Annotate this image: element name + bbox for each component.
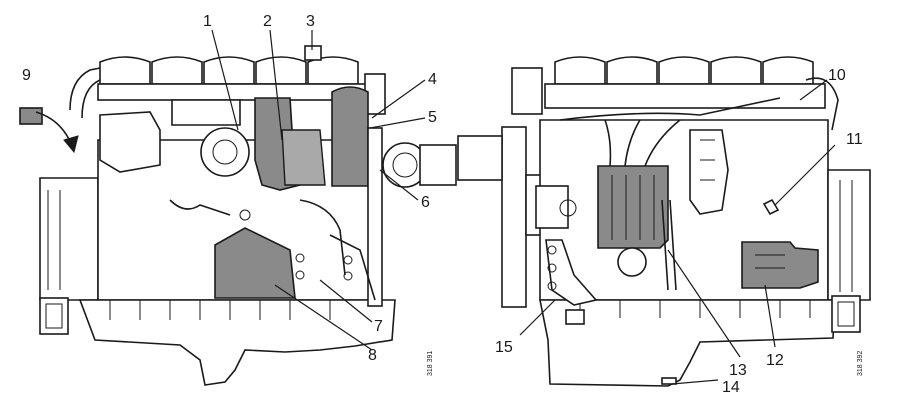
callout-2: 2 xyxy=(263,13,272,30)
part-10-pump xyxy=(689,129,729,215)
callout-15: 15 xyxy=(495,339,513,356)
figure-ref-right: 318 392 xyxy=(857,351,864,376)
callout-labels: 1 2 3 4 5 6 7 8 9 10 11 12 13 14 15 xyxy=(22,13,863,396)
callout-14: 14 xyxy=(722,379,740,396)
part-9-component xyxy=(19,107,43,125)
valve-covers-left xyxy=(97,56,369,101)
callout-10: 10 xyxy=(828,67,846,84)
callout-13: 13 xyxy=(729,362,747,379)
part-11-sensor xyxy=(762,198,780,216)
callout-5: 5 xyxy=(428,109,437,126)
callout-7: 7 xyxy=(374,318,383,335)
leader-lines xyxy=(211,29,836,385)
callout-12: 12 xyxy=(766,352,784,369)
highlight-part-12-unit xyxy=(741,241,819,289)
oil-sump-left xyxy=(78,299,396,386)
left-engine-view xyxy=(19,45,457,386)
callout-4: 4 xyxy=(428,71,437,88)
callout-8: 8 xyxy=(368,347,377,364)
engine-mount-right xyxy=(831,295,861,333)
figure-ref-left: 318 391 xyxy=(427,351,434,376)
flywheel-housing-left xyxy=(39,177,99,301)
part-3-component xyxy=(304,45,322,61)
callout-6: 6 xyxy=(421,194,430,211)
exhaust-brake-unit xyxy=(99,111,161,173)
turbocharger-housing xyxy=(200,127,250,177)
flywheel-housing-right xyxy=(827,169,871,301)
highlight-part-8-oil-module xyxy=(214,227,296,299)
highlight-part-5-filter xyxy=(331,86,369,187)
engine-mount-left xyxy=(39,297,69,335)
front-pulley-right xyxy=(501,126,527,308)
callout-3: 3 xyxy=(306,13,315,30)
callout-1: 1 xyxy=(203,13,212,30)
highlight-part-13-unit xyxy=(597,165,669,249)
right-engine-view xyxy=(457,56,871,387)
callout-11: 11 xyxy=(846,131,863,148)
callout-9: 9 xyxy=(22,67,31,84)
valve-covers-right xyxy=(544,56,826,109)
